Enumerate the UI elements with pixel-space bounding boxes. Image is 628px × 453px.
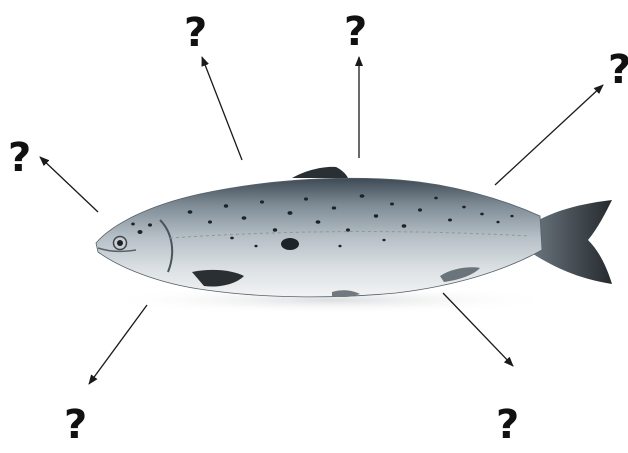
label-bottom-left: ? bbox=[64, 405, 87, 445]
label-top-right: ? bbox=[608, 50, 628, 90]
arrow-top-left bbox=[202, 57, 242, 160]
tail-fin bbox=[530, 200, 612, 284]
label-bottom-right: ? bbox=[496, 405, 519, 445]
arrow-top-right bbox=[495, 85, 603, 185]
arrow-bottom-left bbox=[89, 305, 147, 384]
label-top-center: ? bbox=[344, 12, 367, 52]
fish-body bbox=[96, 178, 542, 297]
arrow-left bbox=[40, 157, 98, 212]
dorsal-fin bbox=[292, 167, 348, 178]
label-left: ? bbox=[8, 138, 31, 178]
fish-pupil bbox=[117, 240, 123, 246]
label-top-left: ? bbox=[184, 13, 207, 53]
